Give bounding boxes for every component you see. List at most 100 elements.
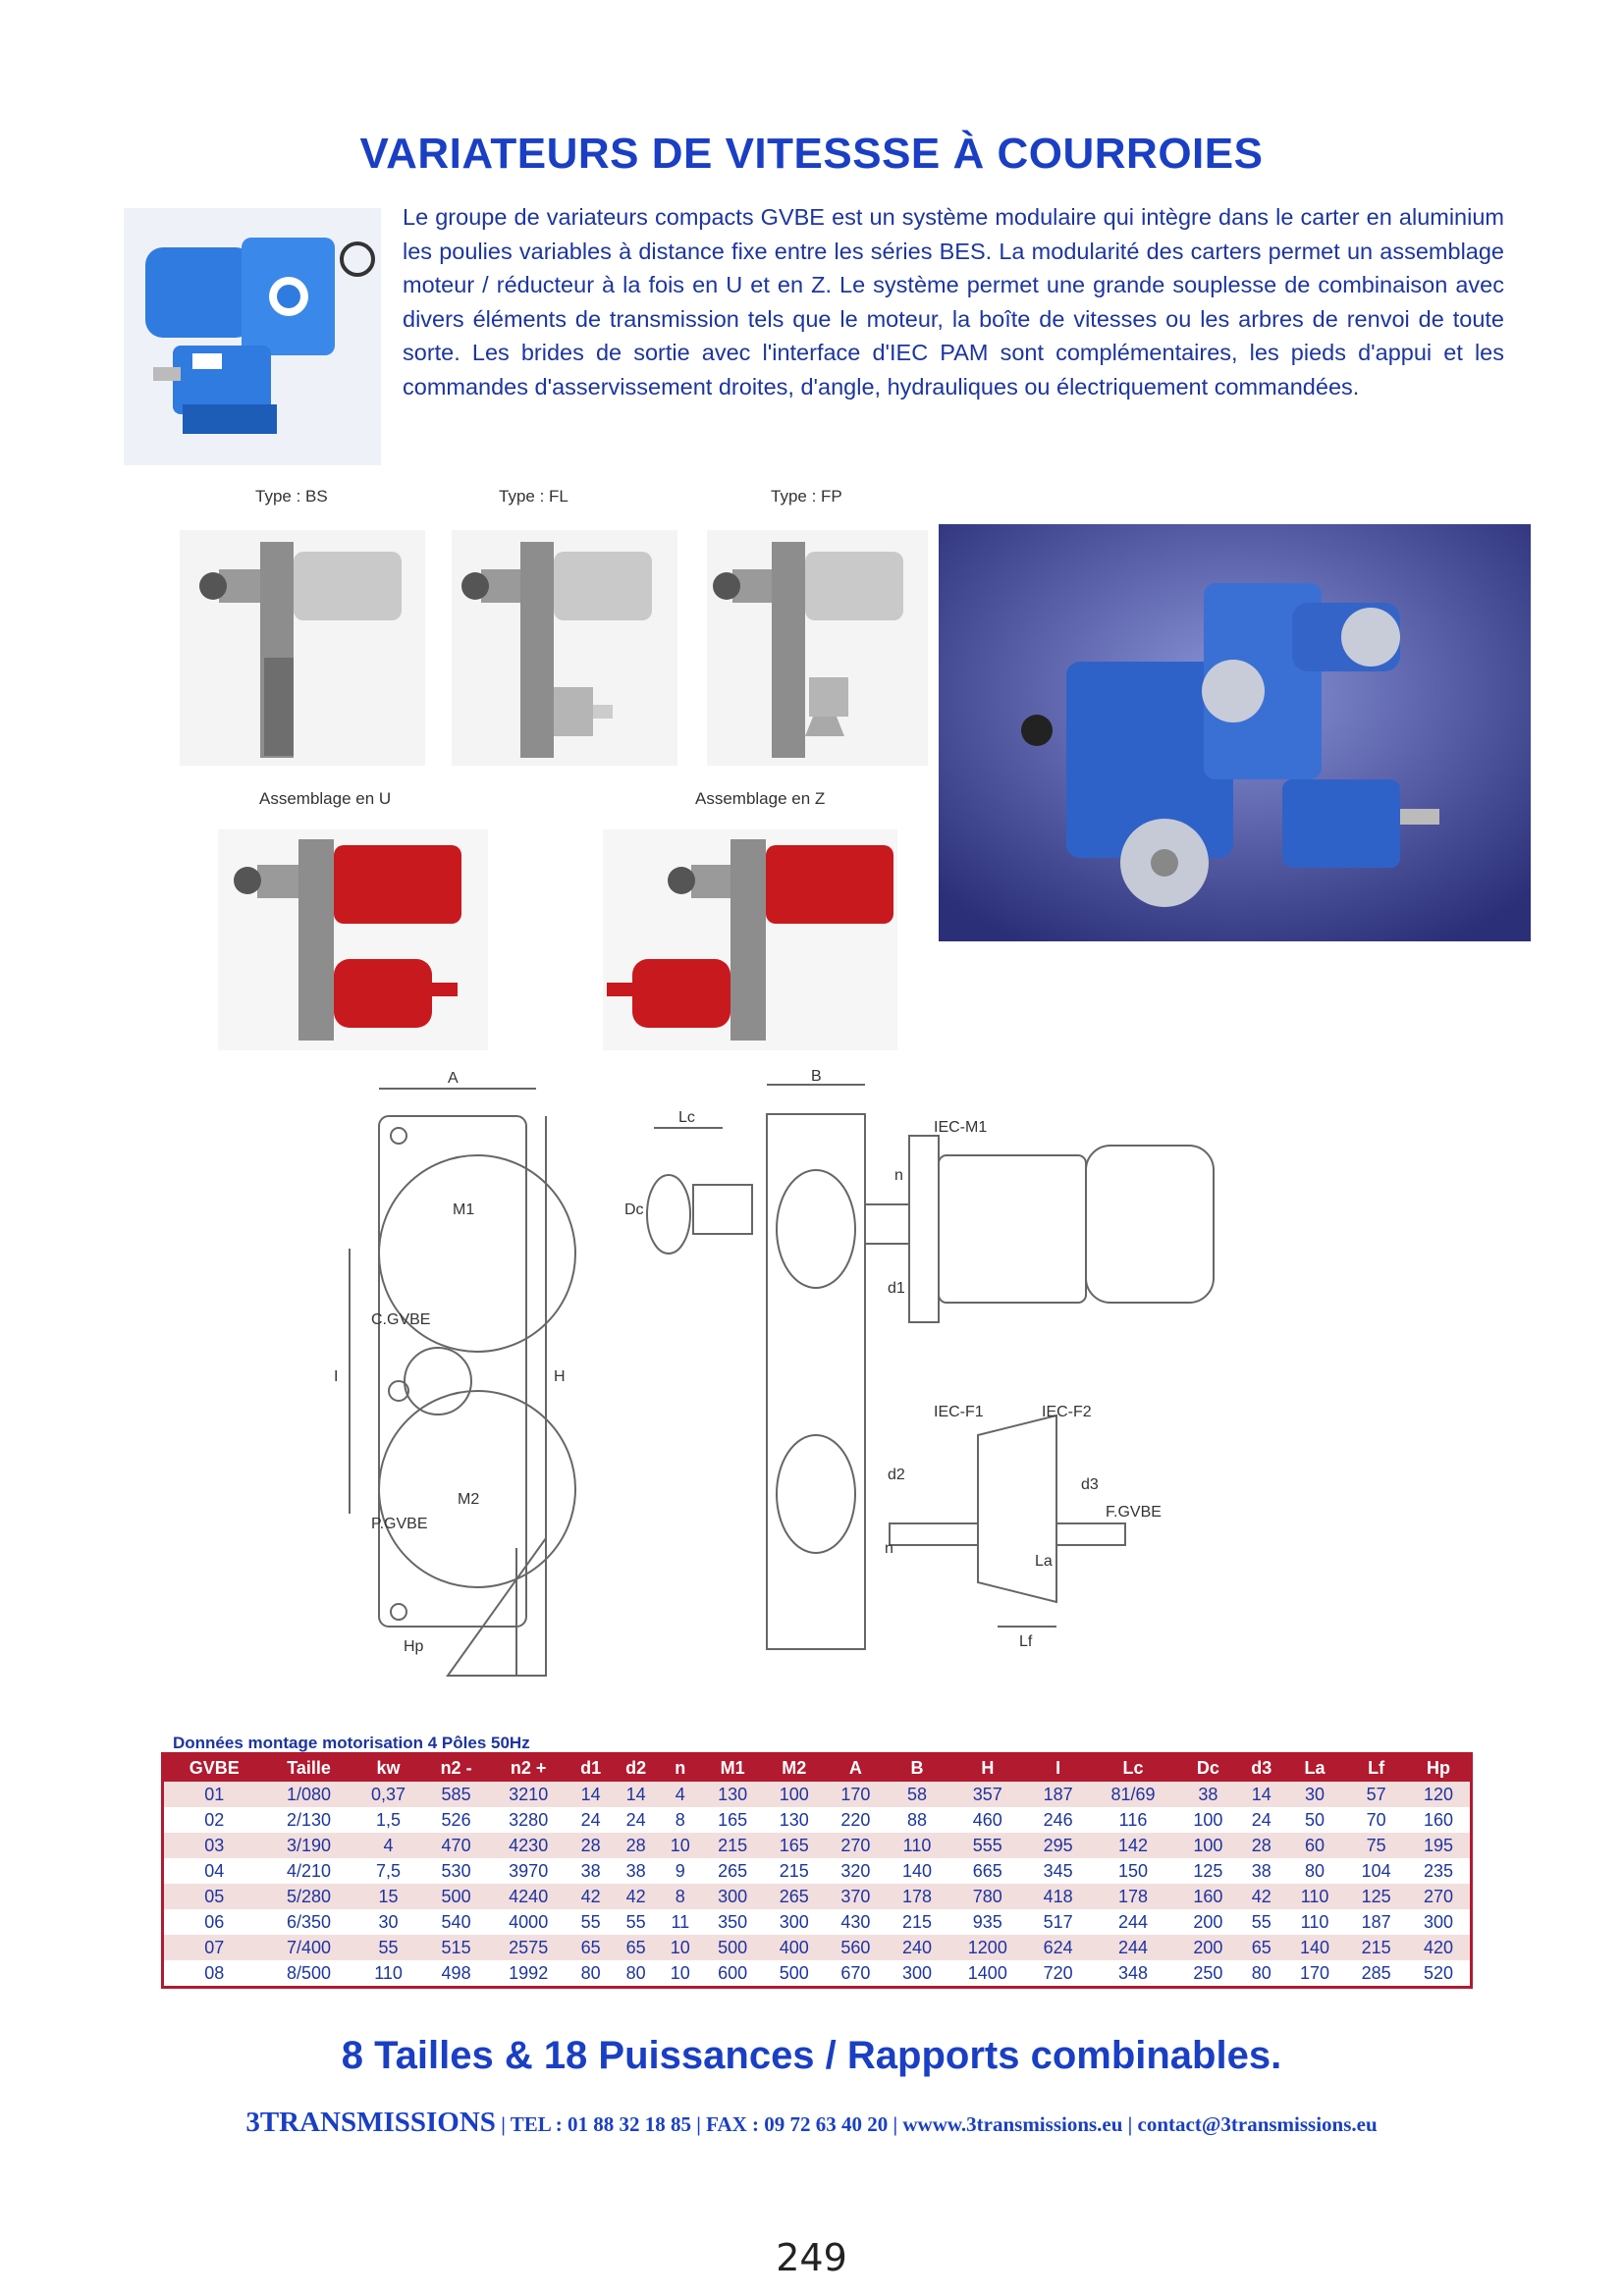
table-cell: 215: [886, 1909, 948, 1935]
table-cell: 24: [1238, 1807, 1284, 1833]
dim-i: I: [334, 1368, 338, 1385]
table-cell: 178: [1088, 1884, 1178, 1909]
table-cell: 70: [1345, 1807, 1407, 1833]
table-cell: 220: [825, 1807, 887, 1833]
product-photo-blue-motor: [124, 208, 381, 465]
table-cell: 4: [658, 1782, 702, 1807]
table-cell: 250: [1177, 1960, 1239, 1988]
table-cell: 240: [886, 1935, 948, 1960]
table-cell: 06: [162, 1909, 265, 1935]
table-cell: 178: [886, 1884, 948, 1909]
table-cell: 170: [1283, 1960, 1346, 1988]
table-cell: 430: [825, 1909, 887, 1935]
table-cell: 560: [825, 1935, 887, 1960]
table-cell: 81/69: [1088, 1782, 1178, 1807]
column-header: d3: [1238, 1753, 1284, 1782]
footer: 3TRANSMISSIONS | TEL : 01 88 32 18 85 | …: [0, 2107, 1623, 2139]
table-cell: 600: [701, 1960, 764, 1988]
table-cell: 1,5: [352, 1807, 424, 1833]
table-cell: 11: [658, 1909, 702, 1935]
table-cell: 6/350: [264, 1909, 353, 1935]
column-header: Dc: [1177, 1753, 1239, 1782]
column-header: d1: [568, 1753, 614, 1782]
table-cell: 75: [1345, 1833, 1407, 1858]
type-fp-illustration: [707, 530, 928, 766]
table-cell: 420: [1406, 1935, 1472, 1960]
table-cell: 160: [1406, 1807, 1472, 1833]
column-header: d2: [613, 1753, 659, 1782]
table-cell: 460: [947, 1807, 1028, 1833]
table-cell: 38: [1238, 1858, 1284, 1884]
table-cell: 300: [701, 1884, 764, 1909]
label-assembly-u: Assemblage en U: [259, 789, 392, 808]
table-cell: 42: [568, 1884, 614, 1909]
table-cell: 624: [1027, 1935, 1089, 1960]
table-cell: 05: [162, 1884, 265, 1909]
table-cell: 30: [352, 1909, 424, 1935]
table-cell: 400: [763, 1935, 826, 1960]
table-cell: 195: [1406, 1833, 1472, 1858]
table-cell: 3/190: [264, 1833, 353, 1858]
column-header: Lc: [1088, 1753, 1178, 1782]
table-cell: 65: [568, 1935, 614, 1960]
table-cell: 665: [947, 1858, 1028, 1884]
table-cell: 7,5: [352, 1858, 424, 1884]
table-cell: 300: [763, 1909, 826, 1935]
table-cell: 24: [568, 1807, 614, 1833]
table-cell: 80: [1238, 1960, 1284, 1988]
table-cell: 187: [1027, 1782, 1089, 1807]
page-title: VARIATEURS DE VITESSSE À COURROIES: [359, 130, 1264, 178]
table-cell: 30: [1283, 1782, 1346, 1807]
column-header: I: [1027, 1753, 1089, 1782]
table-cell: 80: [568, 1960, 614, 1988]
label-p-gvbe: P.GVBE: [371, 1516, 428, 1532]
table-cell: 60: [1283, 1833, 1346, 1858]
table-cell: 498: [423, 1960, 489, 1988]
label-type-bs: Type : BS: [255, 487, 328, 506]
label-m2: M2: [458, 1491, 479, 1508]
table-cell: 104: [1345, 1858, 1407, 1884]
table-cell: 270: [1406, 1884, 1472, 1909]
table-cell: 65: [1238, 1935, 1284, 1960]
table-cell: 265: [763, 1884, 826, 1909]
table-cell: 235: [1406, 1858, 1472, 1884]
table-cell: 935: [947, 1909, 1028, 1935]
table-cell: 500: [701, 1935, 764, 1960]
table-cell: 125: [1345, 1884, 1407, 1909]
label-assembly-z: Assemblage en Z: [695, 789, 826, 808]
table-cell: 2575: [488, 1935, 568, 1960]
table-cell: 4: [352, 1833, 424, 1858]
label-m1: M1: [453, 1201, 474, 1218]
table-cell: 08: [162, 1960, 265, 1988]
table-cell: 418: [1027, 1884, 1089, 1909]
table-cell: 1/080: [264, 1782, 353, 1807]
table-cell: 04: [162, 1858, 265, 1884]
table-cell: 187: [1345, 1909, 1407, 1935]
table-cell: 285: [1345, 1960, 1407, 1988]
table-cell: 8/500: [264, 1960, 353, 1988]
table-cell: 10: [658, 1935, 702, 1960]
assembly-photo-blue: [939, 524, 1531, 941]
column-header: M1: [701, 1753, 764, 1782]
table-cell: 3210: [488, 1782, 568, 1807]
table-cell: 03: [162, 1833, 265, 1858]
table-cell: 300: [1406, 1909, 1472, 1935]
assembly-z-illustration: [603, 829, 897, 1050]
table-cell: 88: [886, 1807, 948, 1833]
dim-d1: d1: [888, 1280, 905, 1297]
table-cell: 55: [568, 1909, 614, 1935]
technical-drawing: A B Lc Dc n n M1 M2 d1 d2 d3 C.GVBE P.GV…: [320, 1067, 1302, 1705]
table-cell: 300: [886, 1960, 948, 1988]
table-cell: 02: [162, 1807, 265, 1833]
table-cell: 295: [1027, 1833, 1089, 1858]
table-cell: 55: [352, 1935, 424, 1960]
column-header: A: [825, 1753, 887, 1782]
label-f-gvbe: F.GVBE: [1106, 1504, 1162, 1521]
dim-la: La: [1035, 1553, 1053, 1570]
slogan: 8 Tailles & 18 Puissances / Rapports com…: [341, 2034, 1282, 2077]
